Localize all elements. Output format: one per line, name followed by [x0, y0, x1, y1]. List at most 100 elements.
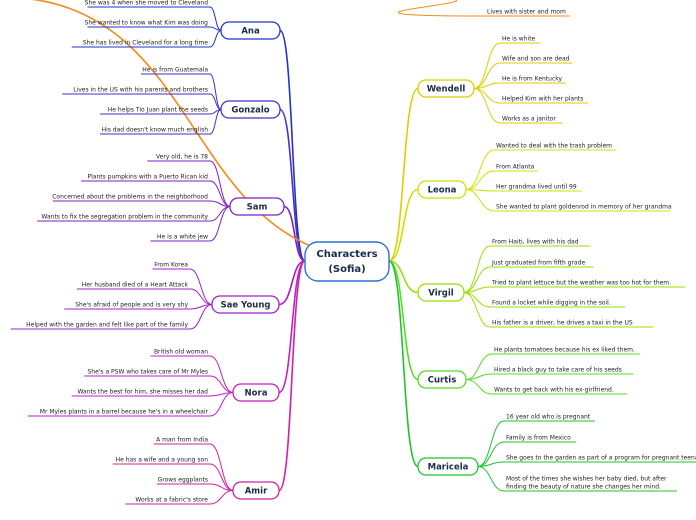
- leaf-text: He is white: [502, 36, 536, 43]
- leaf-item[interactable]: Lives with sister and mom: [485, 9, 570, 17]
- leaf-item[interactable]: Wants to fix the segregation problem in …: [37, 214, 210, 222]
- leaf-item[interactable]: From Haiti, lives with his dad: [490, 239, 591, 247]
- leaf-item[interactable]: She's a PSW who takes care of Mr Myles: [84, 369, 210, 377]
- leaf-text: From Korea: [154, 262, 188, 269]
- connector-curtis: [388, 260, 419, 381]
- leaf-item[interactable]: He plants tomatoes because his ex liked …: [492, 347, 640, 355]
- leaf-connector: [465, 189, 495, 212]
- leaf-connector: [397, 0, 486, 17]
- branch-label: Curtis: [428, 376, 457, 386]
- leaf-item[interactable]: 16 year old who is pregnant: [504, 414, 596, 422]
- leaf-item[interactable]: She goes to the garden as part of a prog…: [504, 455, 696, 463]
- leaf-item[interactable]: He has a wife and a young son: [112, 457, 210, 465]
- branch-node-box[interactable]: [232, 481, 280, 500]
- leaf-item[interactable]: Grows eggplants: [156, 477, 210, 485]
- leaf-item[interactable]: Tried to plant lettuce but the weather w…: [490, 280, 685, 288]
- leaf-item[interactable]: Wants the best for him, she misses her d…: [71, 389, 210, 397]
- branch-untitled[interactable]: Lives with sister and mom: [485, 9, 570, 17]
- leaf-item[interactable]: She has lived in Cleveland for a long ti…: [71, 40, 210, 48]
- leaf-item[interactable]: Wanted to deal with the trash problem: [494, 143, 617, 151]
- leaf-connector: [465, 149, 495, 190]
- leaf-item[interactable]: Works as a janitor: [500, 116, 563, 124]
- leaf-text: Her husband died of a Heart Attack: [82, 282, 189, 289]
- leaf-item[interactable]: From Korea: [152, 262, 191, 270]
- branch-label: Sae Young: [221, 301, 271, 311]
- leaf-connector: [463, 266, 491, 293]
- leaf-item[interactable]: Found a locket while digging in the soil…: [490, 300, 626, 308]
- leaf-item[interactable]: Plants pumpkins with a Puerto Rican kid: [81, 174, 210, 182]
- leaf-item[interactable]: Lives in the US with his parents and bro…: [62, 87, 210, 95]
- branch-node-box[interactable]: [417, 457, 479, 476]
- leaf-item[interactable]: Her husband died of a Heart Attack: [76, 282, 190, 290]
- leaf-item[interactable]: Her grandma lived until 99: [494, 184, 582, 192]
- leaf-item[interactable]: Wife and son are dead: [500, 56, 573, 64]
- branch-node-box[interactable]: [220, 21, 281, 40]
- leaf-connector: [477, 441, 505, 467]
- connector-wendell: [388, 87, 419, 262]
- leaf-text: Hired a black guy to take care of his se…: [494, 367, 622, 374]
- leaf-item[interactable]: British old woman: [150, 349, 210, 357]
- leaf-item[interactable]: He is from Kentucky: [500, 76, 566, 84]
- leaf-item[interactable]: A man from India: [153, 437, 210, 445]
- leaf-item[interactable]: She wanted to plant goldenrod in memory …: [494, 204, 672, 212]
- central-topic-box[interactable]: [304, 241, 390, 282]
- leaf-connector: [473, 62, 501, 89]
- leaf-item[interactable]: He helps Tio Juan plant the seeds: [100, 107, 210, 115]
- leaf-item[interactable]: Helped Kim with her plants: [500, 96, 588, 104]
- branch-curtis[interactable]: Curtis He plants tomatoes because his ex …: [417, 347, 640, 395]
- leaf-item[interactable]: Hired a black guy to take care of his se…: [492, 367, 634, 375]
- leaf-item[interactable]: He is from Guatemala: [141, 67, 210, 75]
- leaf-connector: [209, 73, 222, 110]
- branch-node-box[interactable]: [211, 295, 280, 314]
- leaf-item[interactable]: Family is from Mexico: [504, 435, 577, 443]
- leaf-item[interactable]: She was 4 when she moved to Cleveland: [85, 0, 210, 8]
- branch-node-box[interactable]: [229, 197, 285, 216]
- leaf-text: He plants tomatoes because his ex liked …: [494, 347, 635, 354]
- leaf-item[interactable]: Most of the times she wishes her baby di…: [504, 476, 677, 492]
- leaf-text: Helped Kim with her plants: [502, 96, 583, 103]
- leaf-connector: [209, 93, 222, 110]
- leaf-text: Wanted to deal with the trash problem: [496, 143, 612, 150]
- branch-node-box[interactable]: [417, 79, 475, 98]
- branch-node-box[interactable]: [417, 283, 465, 302]
- connector-sam: [283, 205, 306, 262]
- leaf-item[interactable]: He is white: [500, 36, 541, 44]
- leaf-item[interactable]: Works at a fabric's store: [125, 497, 210, 505]
- leaf-item[interactable]: Just graduated from fifth grade: [490, 260, 594, 268]
- central-topic[interactable]: Characters (Sofia): [304, 241, 390, 282]
- leaf-item[interactable]: She wanted to know what Kim was doing: [85, 20, 210, 28]
- leaf-item[interactable]: His father is a driver, he drives a taxi…: [490, 320, 654, 328]
- leaf-connector: [463, 292, 491, 328]
- leaf-item[interactable]: Concerned about the problems in the neig…: [52, 194, 210, 202]
- leaf-item[interactable]: From Atlanta: [494, 164, 538, 172]
- leaf-text: His father is a driver, he drives a taxi…: [492, 320, 633, 327]
- leaf-item[interactable]: He is a white jew: [150, 234, 210, 242]
- leaf-item[interactable]: Mr Myles plants in a barrel because he's…: [27, 409, 210, 417]
- leaf-item[interactable]: Helped with the garden and felt like par…: [10, 322, 190, 330]
- leaf-item[interactable]: Very old, he is 78: [147, 154, 210, 162]
- branch-node-box[interactable]: [220, 100, 281, 119]
- leaf-item[interactable]: His dad doesn't know much english: [100, 127, 210, 135]
- branch-node-box[interactable]: [417, 180, 467, 199]
- leaf-connector: [189, 304, 213, 330]
- leaf-item[interactable]: She's afraid of people and is very shy: [64, 302, 190, 310]
- leaf-connector: [209, 443, 234, 491]
- leaf-item[interactable]: Wants to get back with his ex-girlfriend…: [492, 387, 628, 395]
- branch-node-box[interactable]: [417, 370, 467, 389]
- leaf-text: He helps Tio Juan plant the seeds: [108, 107, 208, 114]
- leaf-connector: [209, 30, 222, 48]
- branch-node-box[interactable]: [232, 383, 280, 402]
- leaf-connector: [189, 268, 213, 305]
